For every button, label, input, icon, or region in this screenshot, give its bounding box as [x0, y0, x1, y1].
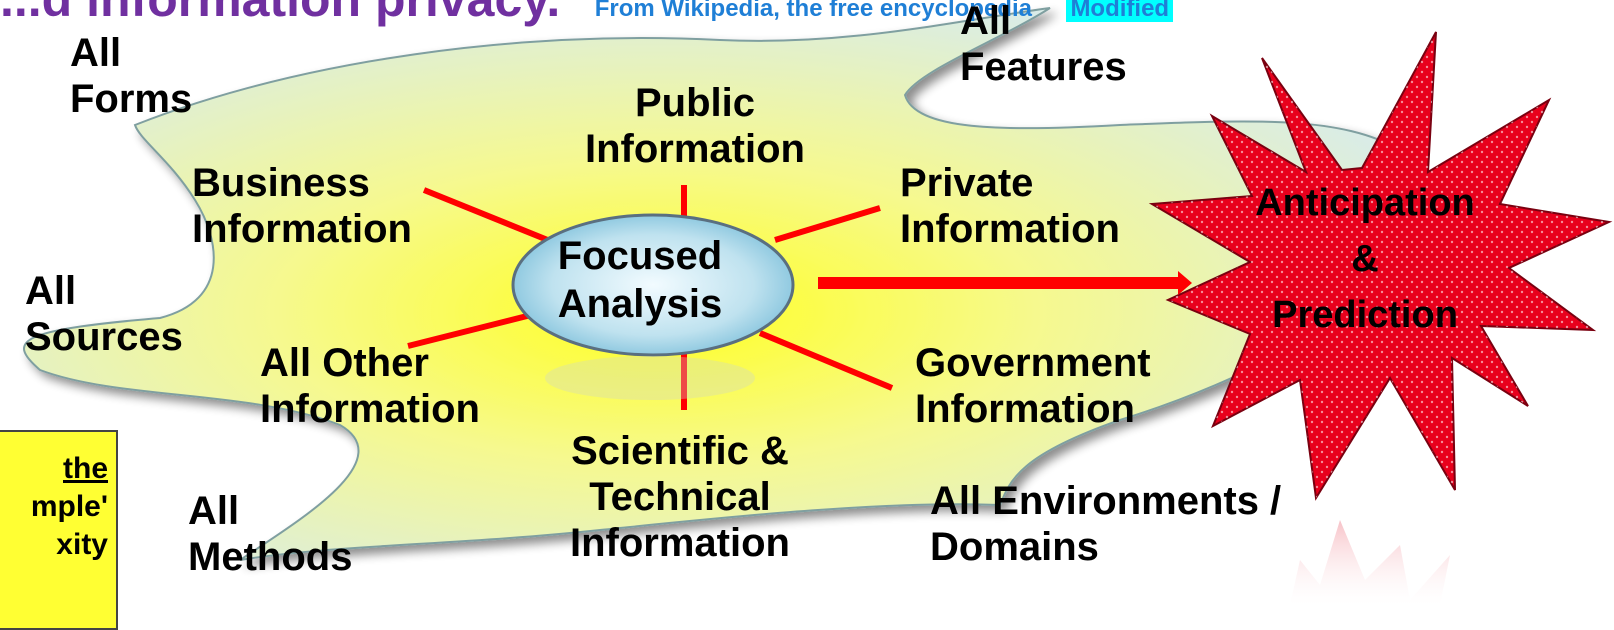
focus-oval [511, 213, 795, 357]
category-government: Government Information [915, 341, 1151, 431]
note-line-3: xity [56, 528, 108, 561]
scope-sources: All Sources [25, 269, 183, 359]
spoke-government [758, 330, 894, 391]
note-line-1: the [63, 452, 108, 485]
category-business: Business Information [192, 161, 412, 251]
outcome-label: Anticipation & Prediction [1215, 175, 1515, 343]
category-public: Public Information [585, 81, 805, 171]
header-title: ...d information privacy. [0, 0, 560, 27]
outcome-line-1: Anticipation [1255, 182, 1475, 224]
header-badge: Modified [1066, 0, 1174, 22]
focus-oval-reflection [545, 356, 755, 400]
scope-methods: All Methods [188, 489, 353, 579]
focus-label: Focused Analysis [557, 234, 723, 326]
spoke-other [407, 311, 536, 349]
star-reflection [1290, 520, 1450, 605]
outcome-line-3: Prediction [1272, 294, 1458, 336]
header: ...d information privacy. From Wikipedia… [0, 0, 1174, 27]
spoke-business [422, 187, 562, 248]
note-box: the mple' xity [0, 430, 118, 630]
spoke-private [774, 205, 881, 243]
category-private: Private Information [900, 161, 1120, 251]
scope-forms: All Forms [70, 31, 193, 121]
diagram-canvas [23, 7, 1613, 605]
category-scientific: Scientific & Technical Information [570, 429, 790, 565]
category-other: All Other Information [260, 341, 480, 431]
scope-environments: All Environments / Domains [930, 479, 1282, 569]
note-line-2: mple' [30, 490, 108, 523]
spokes [407, 185, 894, 410]
outcome-arrow [818, 271, 1192, 295]
starburst [1148, 31, 1613, 501]
scope-features: All Features [960, 0, 1127, 89]
outcome-line-2: & [1351, 238, 1379, 280]
header-source: From Wikipedia, the free encyclopedia [594, 0, 1032, 22]
